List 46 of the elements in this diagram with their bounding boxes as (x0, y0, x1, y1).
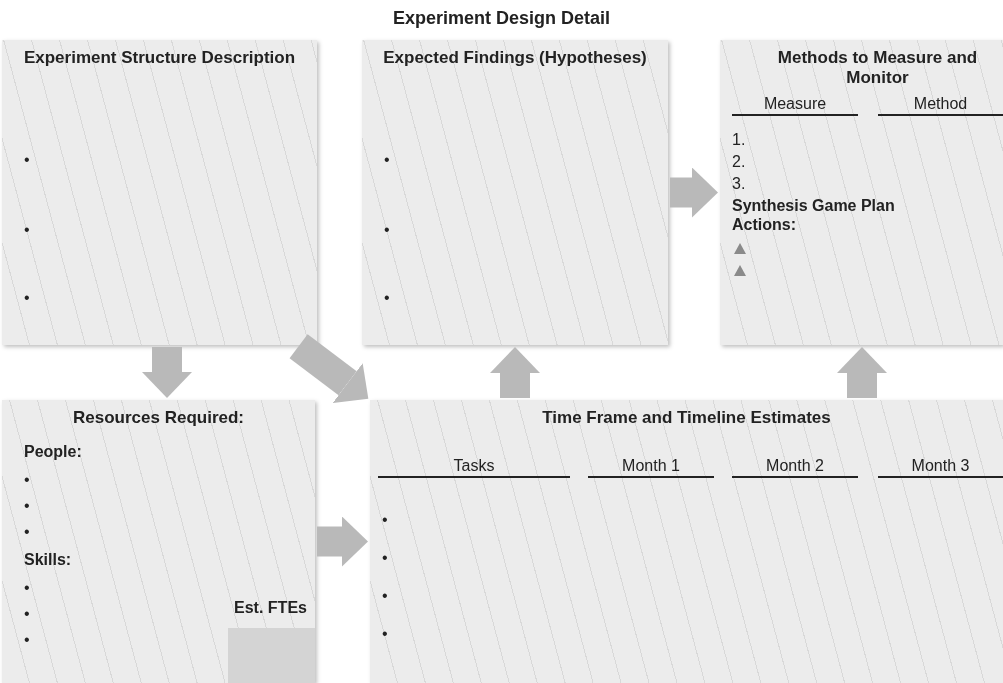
list-number: 2. (732, 152, 746, 171)
column-header: Tasks (378, 456, 570, 478)
bullet: • (24, 630, 30, 649)
bullet: • (24, 220, 30, 239)
bullet: • (384, 288, 390, 307)
block-arrow (670, 167, 718, 218)
bullet: • (24, 578, 30, 597)
box-heading: Resources Required: (72, 408, 245, 428)
bullet: • (384, 220, 390, 239)
column-header: Month 2 (732, 456, 858, 478)
bullet: • (24, 288, 30, 307)
block-arrow (289, 334, 369, 404)
block-arrow (490, 347, 540, 398)
bullet: • (24, 470, 30, 489)
section-heading: Synthesis Game Plan Actions: (732, 196, 896, 234)
box-heading: Expected Findings (Hypotheses) (382, 48, 648, 68)
box-heading: Methods to Measure and Monitor (776, 48, 979, 88)
template-panel (362, 40, 668, 345)
bullet: • (382, 586, 388, 605)
column-header: Month 1 (588, 456, 714, 478)
field-label: Est. FTEs (233, 598, 308, 617)
block-arrow (142, 347, 192, 398)
list-number: 3. (732, 174, 746, 193)
bullet: • (382, 624, 388, 643)
bullet: • (24, 150, 30, 169)
box-heading: Time Frame and Timeline Estimates (541, 408, 832, 428)
bullet: • (382, 510, 388, 529)
template-panel (2, 40, 317, 345)
template-panel (720, 40, 1003, 345)
box-heading: Experiment Structure Description (22, 48, 297, 68)
template-panel (370, 400, 1003, 683)
section-heading: People: (24, 442, 82, 461)
block-arrow (837, 347, 887, 398)
column-header: Method (878, 94, 1003, 116)
diagram-title: Experiment Design Detail (391, 8, 612, 29)
section-heading: Skills: (24, 550, 72, 569)
column-header: Month 3 (878, 456, 1003, 478)
bullet: • (24, 522, 30, 541)
bullet: • (384, 150, 390, 169)
block-arrow (317, 516, 368, 567)
bullet: • (24, 604, 30, 623)
bullet: • (24, 496, 30, 515)
list-number: 1. (732, 130, 746, 149)
template-panel (2, 400, 315, 683)
column-header: Measure (732, 94, 858, 116)
bullet: • (382, 548, 388, 567)
